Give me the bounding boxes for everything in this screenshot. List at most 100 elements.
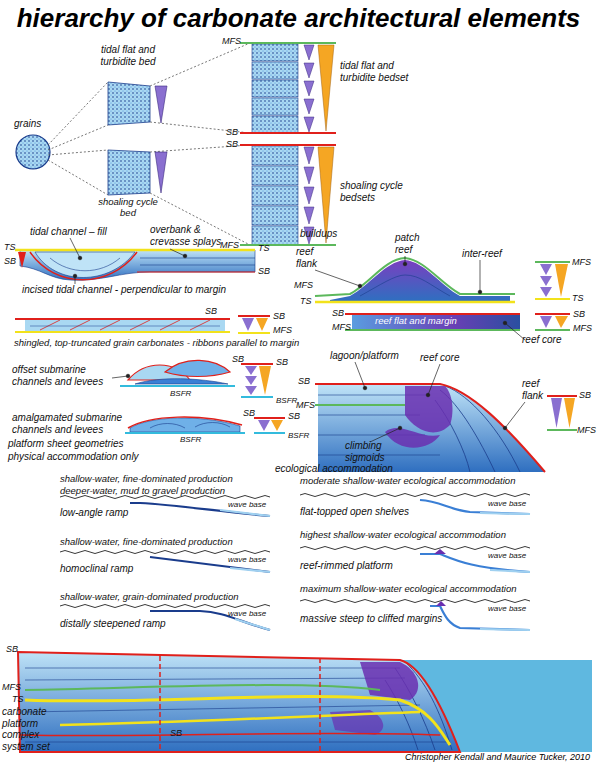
feature-label: patch reef	[395, 232, 431, 255]
surface-line	[240, 244, 336, 246]
surface-label: SB	[573, 309, 585, 319]
surface-label: MFS	[273, 325, 292, 335]
sea-surface	[300, 547, 530, 550]
zoom-line	[48, 150, 108, 155]
surface-label: MFS	[2, 682, 21, 692]
feature-label: deeper-water, mud to gravel production	[60, 486, 225, 497]
shingled-grain-body	[15, 331, 230, 333]
sequence-symbol	[535, 329, 570, 331]
zoom-line	[48, 160, 108, 195]
offset-channel-body	[245, 366, 257, 375]
leader-line	[480, 260, 481, 292]
shingled-grain-body	[238, 332, 270, 334]
feature-label: reef-rimmed platform	[300, 560, 393, 572]
bedset-stack	[252, 80, 298, 97]
bedset-stack	[252, 98, 298, 115]
surface-label: SB	[332, 308, 344, 318]
bed-triangle	[304, 81, 314, 96]
amalgamated-channel-body	[271, 420, 283, 431]
reef-rimmed-section	[551, 398, 562, 428]
bed-triangle	[304, 45, 314, 60]
feature-label: wave base	[228, 500, 266, 509]
reef-flat-band	[345, 313, 520, 315]
credit-caption: Christopher Kendall and Maurice Tucker, …	[360, 752, 590, 762]
bed-tile	[108, 82, 150, 195]
feature-label: reef core	[522, 334, 561, 346]
tidal-channel-body	[30, 252, 137, 280]
reef-rimmed-section	[547, 429, 577, 431]
offset-channel-body	[245, 376, 257, 385]
amalgamated-channel-body	[125, 432, 245, 434]
surface-label: MFS	[294, 280, 313, 290]
leader-line	[315, 270, 360, 286]
buildup-mound	[360, 275, 450, 296]
feature-label: inter-reef	[462, 248, 502, 260]
surface-label: SB	[205, 306, 217, 316]
feature-label: wave base	[488, 499, 526, 508]
platform-complex	[25, 685, 380, 690]
sequence-symbol	[535, 261, 570, 263]
platform-complex	[60, 712, 420, 725]
tidal-channel-body	[18, 252, 26, 268]
leader-line	[78, 256, 82, 260]
feature-label: offset submarine channels and levees	[12, 364, 124, 387]
surface-label: TS	[572, 293, 584, 303]
shingled-grain-body	[256, 318, 268, 331]
bed-triangle	[304, 167, 314, 184]
surface-line	[240, 43, 336, 245]
buildup-mound	[315, 258, 515, 296]
surface-label: MFS	[332, 322, 351, 332]
feature-label: maximum shallow-water ecological accommo…	[300, 584, 516, 595]
feature-label: homoclinal ramp	[60, 563, 133, 575]
leader-line	[112, 376, 128, 378]
leader-line	[126, 374, 130, 378]
feature-label: low-angle ramp	[60, 507, 128, 519]
surface-label: BSFR	[180, 435, 201, 444]
surface-label: SB	[170, 728, 182, 738]
reef-rimmed-section	[318, 385, 545, 472]
feature-label: shingled, top-truncated grain carbonates…	[14, 338, 299, 349]
surface-label: BSFR	[170, 389, 191, 398]
feature-label: shallow-water, fine-dominated production	[60, 474, 233, 485]
surface-label: TS	[4, 242, 16, 252]
bed-tile	[108, 82, 150, 125]
surface-label: BSFR	[276, 396, 297, 405]
bedset-triangle	[318, 45, 334, 131]
amalgamated-channel-body	[254, 417, 285, 419]
reef-rim	[436, 601, 446, 606]
grain-circle	[16, 135, 50, 169]
surface-label: SB	[288, 411, 300, 421]
surface-label: BSFR	[288, 431, 309, 440]
sequence-symbol	[540, 276, 552, 286]
surface-label: TS	[300, 296, 312, 306]
feature-label: climbing sigmoids	[345, 440, 400, 463]
surface-label: SB	[273, 311, 285, 321]
zoom-line	[48, 125, 108, 150]
leader-line	[183, 254, 187, 258]
shingled-grain-body	[40, 320, 210, 330]
surface-label: SB	[298, 376, 310, 386]
bedset-stack	[252, 166, 298, 185]
platform-complex	[360, 662, 418, 700]
shingled-grain-body	[30, 326, 220, 327]
surface-label: SB	[579, 390, 591, 400]
buildup-mound	[315, 301, 515, 304]
sequence-symbol	[555, 316, 568, 328]
feature-label: ecological accommodation	[275, 463, 393, 475]
surface-label: SB	[243, 408, 255, 418]
leader-line	[398, 426, 402, 430]
leader-line	[70, 238, 80, 258]
reef-rimmed-section	[564, 398, 575, 428]
bedset-stack	[252, 226, 298, 245]
offset-channel-body	[245, 386, 257, 395]
feature-label: tidal flat and turbidite bedset	[340, 60, 412, 83]
surface-label: MFS	[572, 257, 591, 267]
surface-label: MFS	[296, 400, 315, 410]
surface-line	[240, 132, 336, 134]
amalgamated-channel-body	[125, 417, 285, 433]
feature-label: reef flank	[296, 246, 332, 269]
surface-label: MFS	[220, 240, 239, 250]
surface-line	[240, 144, 336, 146]
leader-line	[73, 274, 77, 278]
feature-label: wave base	[228, 609, 266, 618]
